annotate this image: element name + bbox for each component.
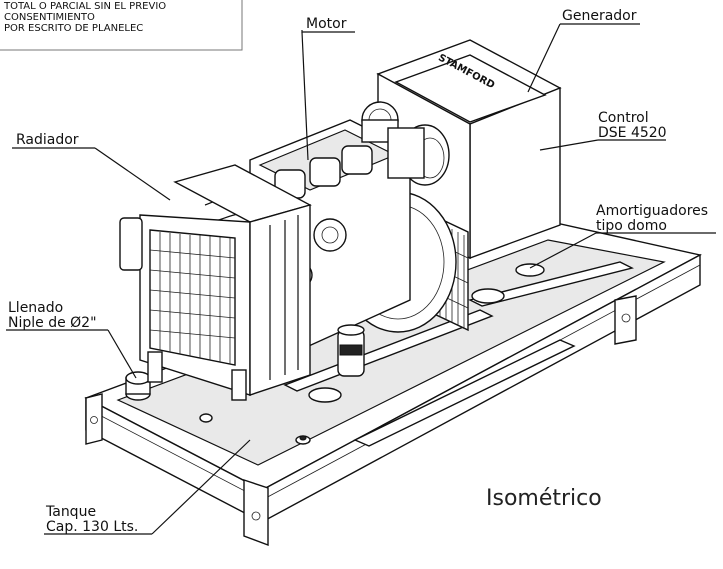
base-skid	[84, 222, 702, 547]
notice-line-3: POR ESCRITO DE PLANELEC	[4, 23, 143, 34]
radiator	[119, 164, 312, 401]
view-title: Isométrico	[486, 486, 602, 511]
label-llenado: Llenado	[8, 300, 63, 316]
copyright-notice-box: TOTAL O PARCIAL SIN EL PREVIO CONSENTIMI…	[0, 0, 243, 51]
label-amortiguadores: Amortiguadores	[596, 203, 708, 219]
filler-neck	[125, 371, 151, 401]
notice-line-1: TOTAL O PARCIAL SIN EL PREVIO	[3, 1, 166, 12]
label-amortiguadores-tipo: tipo domo	[596, 218, 667, 234]
label-llenado-niple: Niple de Ø2"	[8, 315, 97, 331]
leader-lines	[6, 23, 716, 535]
radiator-core-grill	[149, 229, 236, 366]
label-tanque: Tanque	[45, 504, 96, 520]
label-motor: Motor	[306, 16, 347, 32]
label-control-model: DSE 4520	[598, 125, 667, 141]
label-control: Control	[598, 110, 649, 126]
label-generador: Generador	[562, 8, 637, 24]
label-tanque-capacidad: Cap. 130 Lts.	[46, 519, 138, 535]
label-radiador: Radiador	[16, 132, 79, 148]
notice-line-2: CONSENTIMIENTO	[4, 12, 95, 23]
